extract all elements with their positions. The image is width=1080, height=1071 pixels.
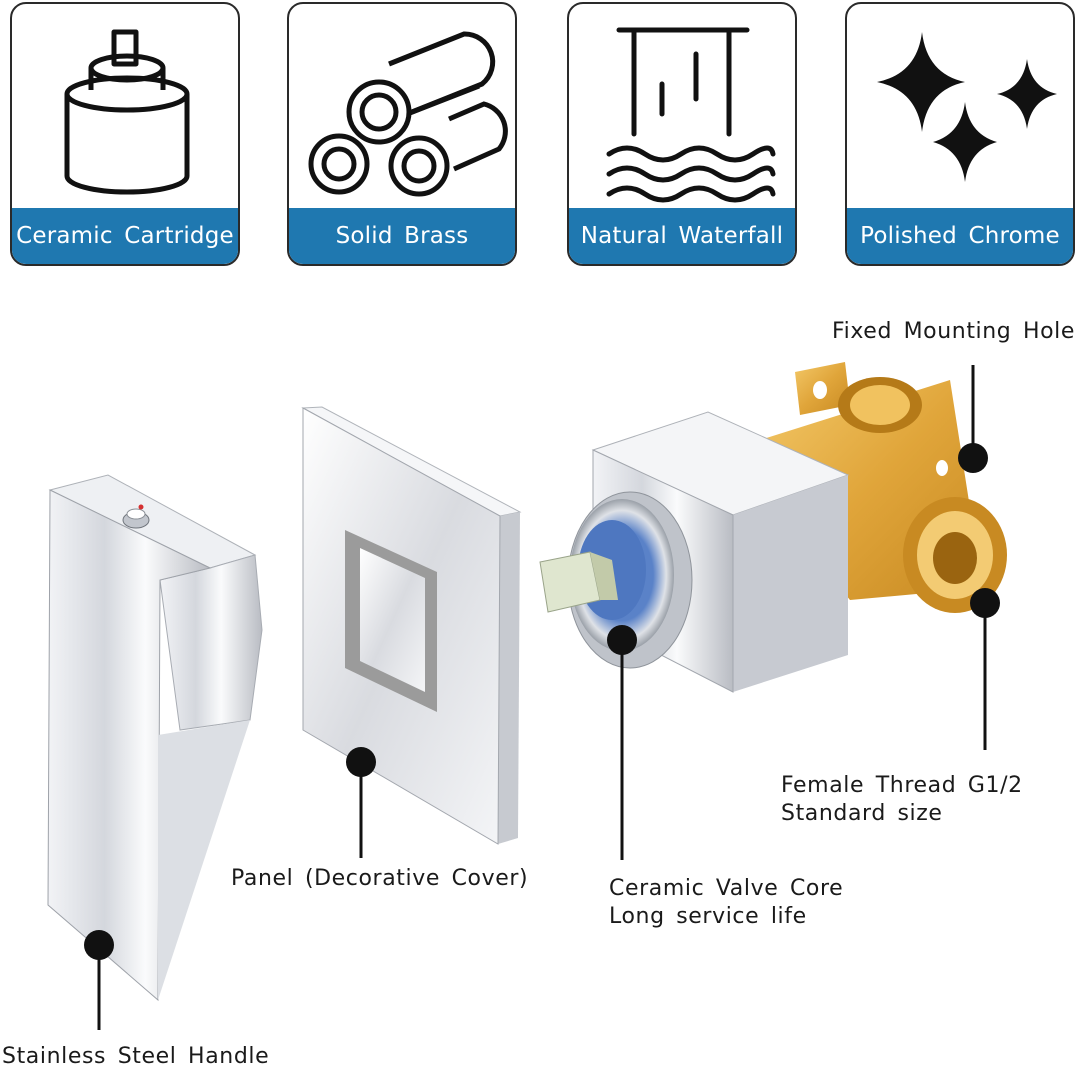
cartridge-icon — [64, 29, 190, 195]
callout-valve-core: Ceramic Valve Core Long service life — [609, 876, 844, 929]
feature-label-brass: Solid Brass — [289, 208, 515, 264]
callout-female-thread: Female Thread G1/2 Standard size — [781, 773, 1023, 826]
pipes-icon — [308, 31, 508, 197]
feature-card-chrome: Polished Chrome — [845, 2, 1075, 266]
feature-card-cartridge: Ceramic Cartridge — [10, 2, 240, 266]
feature-label-cartridge: Ceramic Cartridge — [12, 208, 238, 264]
waterfall-icon — [606, 27, 776, 203]
feature-card-brass: Solid Brass — [287, 2, 517, 266]
callout-mounting-hole: Fixed Mounting Hole — [832, 319, 1076, 344]
callout-handle: Stainless Steel Handle — [2, 1044, 270, 1069]
sparkle-icon — [877, 32, 1057, 182]
decorative-panel — [301, 406, 522, 845]
valve-housing — [539, 411, 850, 693]
callout-pins — [84, 365, 1000, 1030]
feature-card-waterfall: Natural Waterfall — [567, 2, 797, 266]
feature-label-waterfall: Natural Waterfall — [569, 208, 795, 264]
callout-panel: Panel (Decorative Cover) — [231, 866, 529, 891]
feature-label-chrome: Polished Chrome — [847, 208, 1073, 264]
stainless-steel-handle — [47, 474, 263, 1002]
